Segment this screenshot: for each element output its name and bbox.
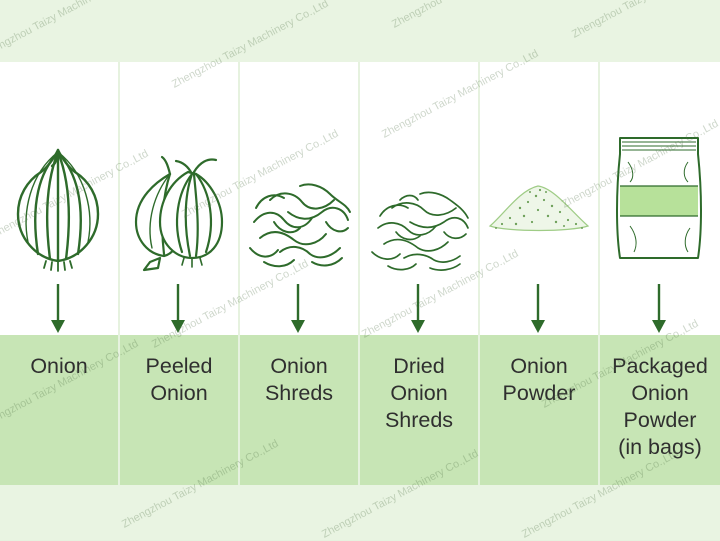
divider xyxy=(358,62,360,485)
step-panel-onion-shreds: Onion Shreds xyxy=(240,62,360,485)
whole-onion-icon xyxy=(16,148,100,272)
step-label: Onion Shreds xyxy=(264,354,334,405)
step-panel-packaged-powder: Packaged Onion Powder (in bags) xyxy=(600,62,720,485)
step-label: Onion xyxy=(30,354,88,378)
onion-shreds-icon xyxy=(249,183,351,268)
step-label: Peeled Onion xyxy=(145,354,213,405)
divider xyxy=(478,62,480,485)
step-panel-peeled-onion: Peeled Onion xyxy=(120,62,240,485)
divider xyxy=(118,62,120,485)
step-panel-dried-onion-shreds: Dried Onion Shreds xyxy=(360,62,480,485)
powder-bag-icon xyxy=(616,137,702,259)
down-arrow xyxy=(291,284,305,333)
label-band xyxy=(480,335,598,485)
label-band xyxy=(120,335,238,485)
top-band xyxy=(0,0,720,62)
step-panel-onion: Onion xyxy=(0,62,120,485)
step-label: Packaged Onion Powder (in bags) xyxy=(612,354,708,459)
label-band xyxy=(360,335,478,485)
label-band xyxy=(600,335,720,485)
step-panel-onion-powder: Onion Powder xyxy=(480,62,600,485)
process-flow: Onion xyxy=(0,62,720,485)
divider xyxy=(598,62,600,485)
label-band xyxy=(240,335,358,485)
down-arrow xyxy=(411,284,425,333)
down-arrow xyxy=(652,284,666,333)
label-band xyxy=(0,335,118,485)
powder-pile-icon xyxy=(488,185,590,232)
peeled-onion-icon xyxy=(134,155,224,272)
down-arrow xyxy=(51,284,65,333)
down-arrow xyxy=(531,284,545,333)
dried-shreds-icon xyxy=(371,191,469,271)
bottom-band xyxy=(0,485,720,540)
divider xyxy=(238,62,240,485)
step-label: Dried Onion Shreds xyxy=(384,354,454,432)
down-arrow xyxy=(171,284,185,333)
step-label: Onion Powder xyxy=(502,354,576,405)
